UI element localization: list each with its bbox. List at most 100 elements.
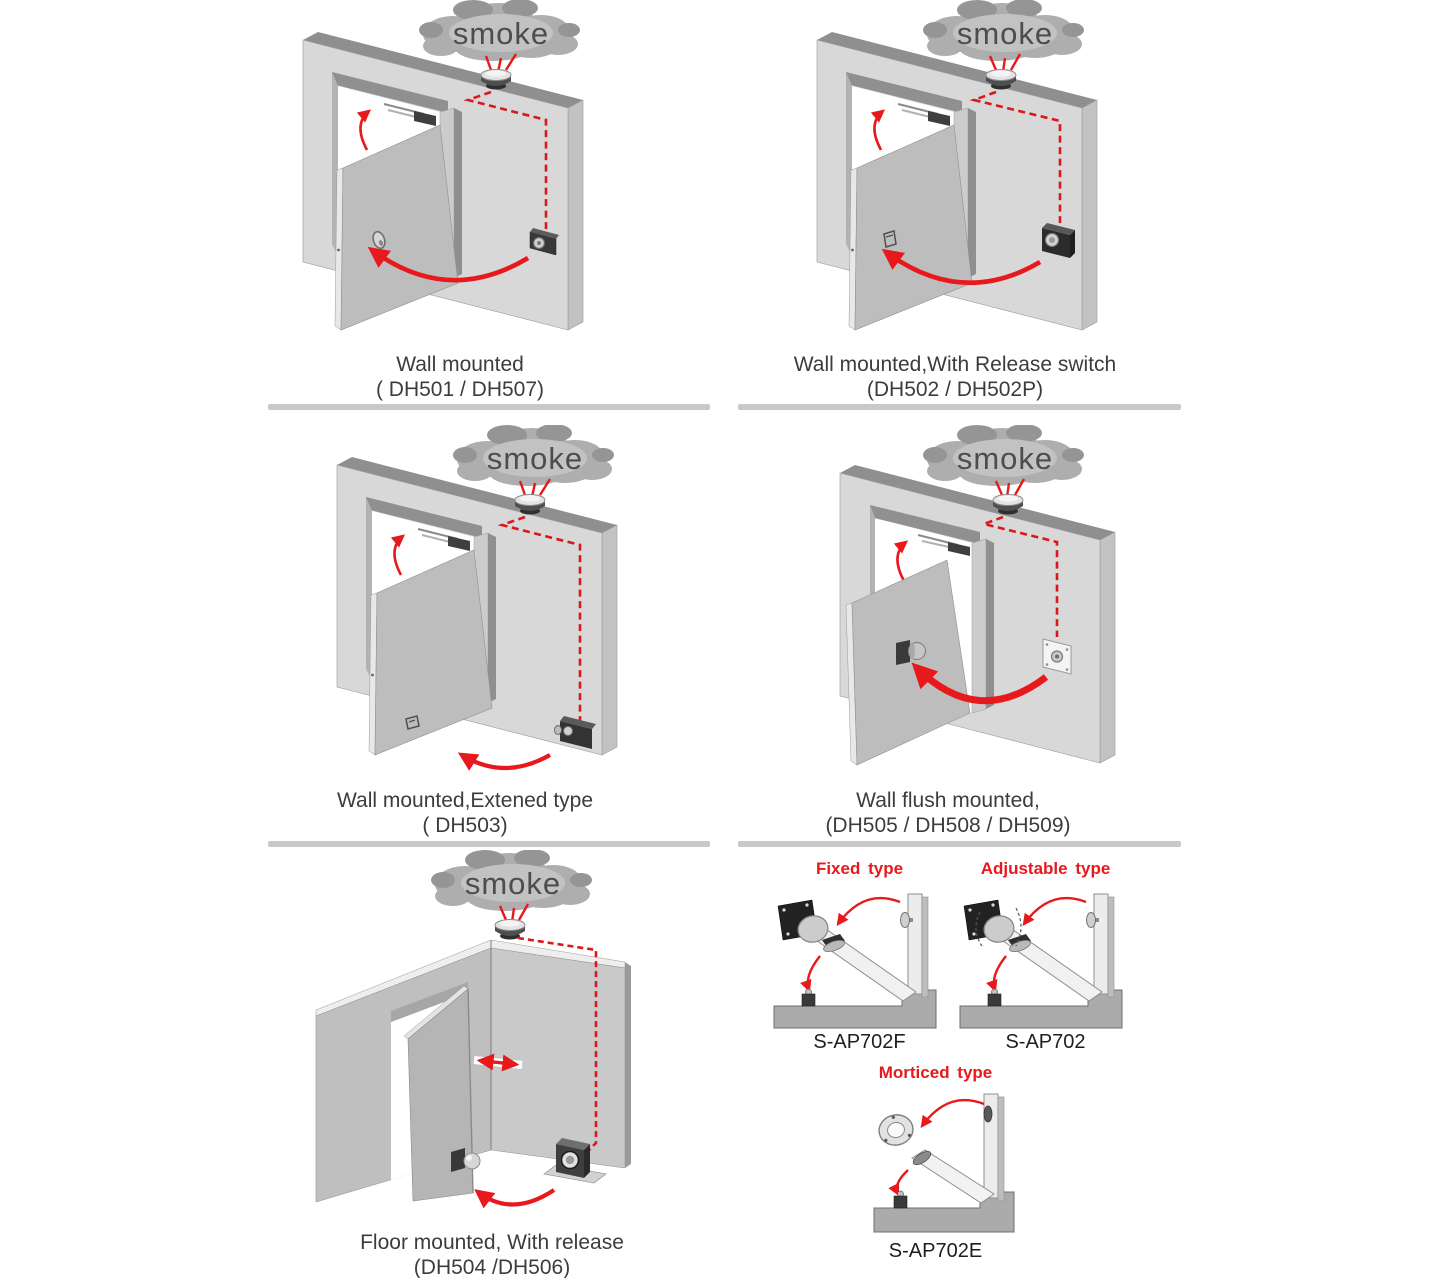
caption-wall-flush-mounted: Wall flush mounted, (DH505 / DH508 / DH5… bbox=[728, 788, 1168, 838]
illustration-adjustable-type bbox=[959, 893, 1123, 1029]
door bbox=[368, 549, 493, 756]
smoke-cloud: smoke bbox=[419, 0, 580, 61]
smoke-detector-icon bbox=[514, 494, 546, 515]
smoke-detector-icon bbox=[480, 69, 512, 90]
ball-catch bbox=[451, 1148, 481, 1172]
door-closer bbox=[417, 528, 470, 551]
row-divider bbox=[738, 841, 1181, 847]
smoke-cloud: smoke bbox=[923, 425, 1084, 486]
door-swing-double-arrow bbox=[473, 1053, 523, 1072]
accessory-type-label: Morticed type bbox=[878, 1063, 993, 1082]
door-release-arrow bbox=[457, 752, 552, 771]
door-post bbox=[1086, 893, 1115, 998]
caption-line2: ( DH501 / DH507) bbox=[375, 378, 545, 401]
smoke-detector-icon bbox=[985, 69, 1017, 90]
signal-dashed-line bbox=[517, 936, 598, 1154]
right-wall bbox=[490, 939, 631, 1169]
floor-catch bbox=[987, 988, 1002, 1007]
mount-arrow bbox=[1022, 897, 1087, 926]
floor-release-device bbox=[543, 1138, 607, 1184]
door-closer-swing-arrow bbox=[390, 534, 406, 576]
smoke-label: smoke bbox=[465, 866, 561, 901]
accessory-adjustable-type: Adjustable type bbox=[948, 858, 1143, 1054]
illustration-morticed-type bbox=[873, 1093, 1015, 1233]
row-divider bbox=[268, 404, 710, 410]
wall-plate-fixed bbox=[777, 899, 829, 943]
illustration-wall-mounted: smoke bbox=[302, 0, 584, 331]
caption-line1: Wall mounted,With Release switch bbox=[793, 353, 1117, 376]
caption-line1: Wall mounted,Extened type bbox=[336, 789, 594, 812]
accessory-fixed-type: Fixed type bbox=[762, 858, 957, 1054]
smoke-label: smoke bbox=[453, 16, 549, 51]
door-holder-device bbox=[529, 228, 559, 256]
illustration-fixed-type bbox=[773, 893, 937, 1029]
smoke-detector-icon bbox=[494, 919, 526, 940]
smoke-cloud: smoke bbox=[453, 425, 614, 486]
mount-arrow bbox=[920, 1099, 985, 1128]
door-closer bbox=[917, 534, 970, 556]
door-closer bbox=[897, 103, 950, 126]
smoke-label: smoke bbox=[957, 16, 1053, 51]
caption-line1: Wall mounted bbox=[396, 353, 524, 376]
smoke-cloud: smoke bbox=[923, 0, 1084, 61]
caption-line1: Floor mounted, With release bbox=[360, 1231, 624, 1254]
door-arm bbox=[911, 1149, 995, 1204]
drop-arrow bbox=[986, 955, 1007, 993]
smoke-label: smoke bbox=[487, 441, 583, 476]
signal-dashed-line bbox=[463, 90, 548, 236]
illustration-floor-mounted: smoke bbox=[315, 850, 631, 1209]
illustration-wall-mounted-release: smoke bbox=[816, 0, 1098, 331]
mount-arrow bbox=[836, 897, 901, 926]
door-release-arrow bbox=[474, 1188, 556, 1209]
accessory-morticed-type: Morticed type bbox=[838, 1062, 1033, 1263]
drop-arrow bbox=[800, 955, 821, 993]
row-divider bbox=[268, 841, 710, 847]
signal-dashed-line bbox=[979, 515, 1059, 637]
accessory-type-label: Adjustable type bbox=[980, 859, 1111, 878]
caption-line2: (DH505 / DH508 / DH509) bbox=[825, 814, 1071, 837]
door-closer-swing-arrow bbox=[893, 540, 909, 582]
door-arm bbox=[809, 926, 917, 1002]
floor bbox=[773, 989, 937, 1029]
drop-arrow bbox=[888, 1169, 909, 1197]
door bbox=[403, 985, 474, 1202]
door-release-arrow bbox=[367, 246, 530, 283]
smoke-cloud: smoke bbox=[431, 850, 592, 911]
signal-dashed-line bbox=[497, 515, 582, 721]
caption-line2: (DH502 / DH502P) bbox=[866, 378, 1044, 401]
wall-plate-adjustable bbox=[963, 899, 1022, 947]
door-release-arrow bbox=[911, 662, 1049, 705]
signal-dashed-line bbox=[969, 90, 1062, 228]
door-post bbox=[983, 1093, 1005, 1202]
caption-wall-mounted-extended: Wall mounted,Extened type ( DH503) bbox=[245, 788, 685, 838]
smoke-detector-icon bbox=[992, 494, 1024, 515]
caption-line2: ( DH503) bbox=[422, 814, 508, 837]
caption-line2: (DH504 /DH506) bbox=[413, 1256, 571, 1278]
caption-line1: Wall flush mounted, bbox=[856, 789, 1040, 812]
caption-wall-mounted: Wall mounted ( DH501 / DH507) bbox=[240, 352, 680, 402]
illustration-wall-flush-mounted: smoke bbox=[839, 425, 1116, 766]
accessory-type-label: Fixed type bbox=[815, 859, 904, 878]
floor bbox=[873, 1191, 1015, 1233]
floor bbox=[959, 989, 1123, 1029]
caption-wall-mounted-release: Wall mounted,With Release switch (DH502 … bbox=[735, 352, 1175, 402]
door-arm bbox=[995, 926, 1103, 1002]
row-divider bbox=[738, 404, 1181, 410]
accessory-model-label: S-AP702F bbox=[813, 1031, 906, 1053]
tilt-arc-left bbox=[975, 911, 983, 947]
door-closer-swing-arrow bbox=[356, 109, 372, 151]
illustration-wall-mounted-extended: smoke bbox=[336, 425, 618, 771]
door-post bbox=[900, 893, 929, 998]
door-release-arrow bbox=[881, 248, 1042, 285]
floor-catch bbox=[893, 1190, 908, 1209]
caption-floor-mounted: Floor mounted, With release (DH504 /DH50… bbox=[272, 1230, 712, 1278]
mortice-flange bbox=[878, 1114, 914, 1146]
door-closer bbox=[383, 103, 436, 126]
flush-mount-plate bbox=[1042, 638, 1072, 675]
door-closer-swing-arrow bbox=[870, 109, 886, 151]
door bbox=[845, 559, 971, 766]
accessory-model-label: S-AP702E bbox=[888, 1240, 983, 1262]
accessory-model-label: S-AP702 bbox=[1005, 1031, 1086, 1053]
floor-catch bbox=[801, 988, 816, 1007]
